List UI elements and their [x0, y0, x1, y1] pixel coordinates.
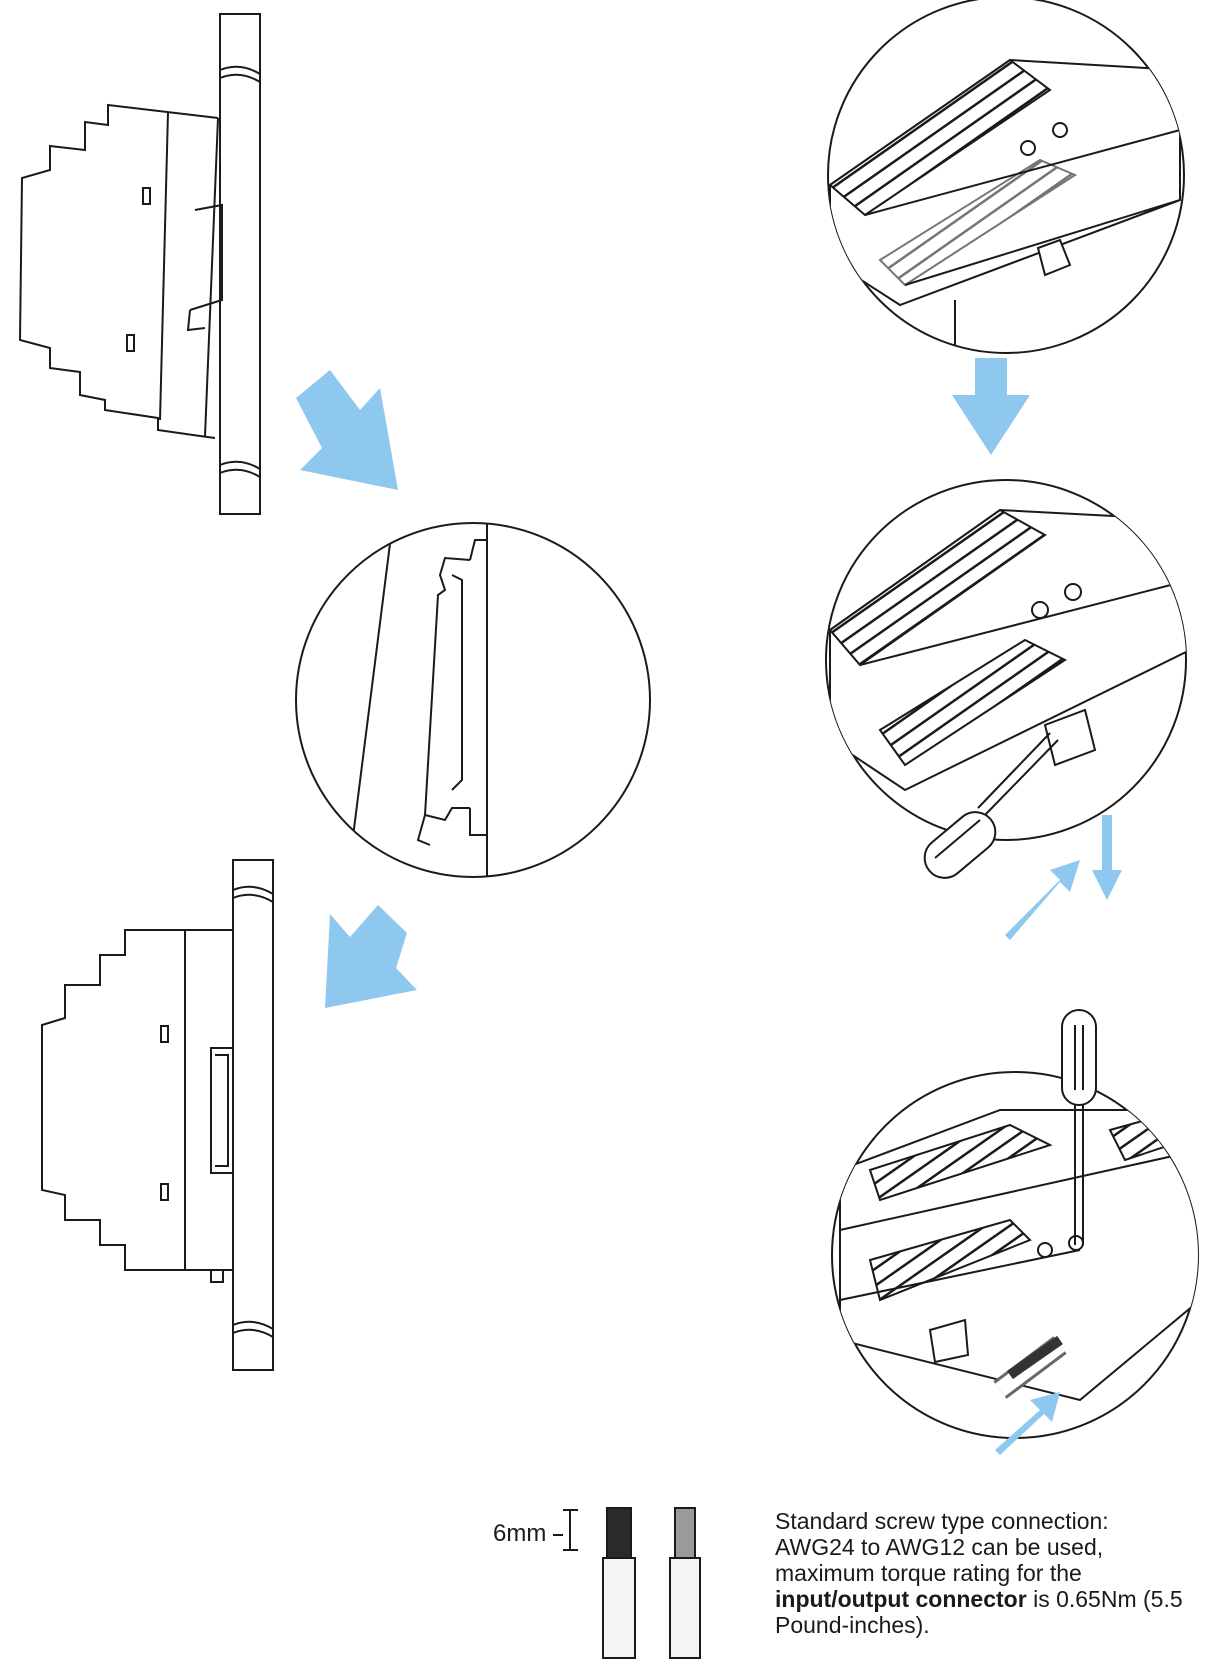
module-side-view-mounted [41, 859, 274, 1371]
terminal-detail-circle-2 [825, 479, 1187, 841]
strip-length-label: 6mm [493, 1520, 547, 1547]
note-line-1: Standard screw type connection: [775, 1508, 1109, 1534]
rail-clip [1043, 708, 1097, 767]
connection-note: Standard screw type connection: AWG24 to… [775, 1508, 1232, 1638]
wire-strip-diagram [553, 1507, 701, 1659]
arrow-diagonal-down-left [325, 905, 417, 1008]
terminal-detail-circle-1 [827, 0, 1185, 354]
note-line-5: Pound-inches). [775, 1612, 930, 1638]
latch-slot-icon [160, 1025, 169, 1043]
rail-break-bottom [219, 460, 261, 478]
arrow-diagonal-down-right [296, 370, 398, 490]
note-line-3: maximum torque rating for the [775, 1560, 1082, 1586]
rail-break-top [219, 65, 261, 83]
module-side-view-top [18, 13, 261, 515]
note-line-4: input/output connector is 0.65Nm (5.5 [775, 1586, 1232, 1612]
arrow-down [952, 358, 1030, 455]
hook-detail-circle [295, 522, 651, 878]
din-rail-top [219, 13, 261, 515]
rail-clip [1036, 238, 1072, 277]
screwdriver-icon [923, 732, 1059, 879]
arrow-up-right [1005, 860, 1080, 940]
latch-slot-icon [142, 187, 151, 205]
terminal-detail-circle-3 [831, 1071, 1199, 1439]
din-rail-bottom [232, 859, 274, 1371]
rail-clip [928, 1318, 970, 1364]
arrow-up-right [995, 1392, 1060, 1455]
latch-slot-icon [160, 1183, 169, 1201]
connector-term: input/output connector [775, 1586, 1027, 1612]
screwdriver-icon [1061, 1009, 1097, 1245]
arrow-down [1092, 815, 1122, 900]
latch-slot-icon [126, 334, 135, 352]
note-line-2: AWG24 to AWG12 can be used, [775, 1534, 1104, 1560]
torque-value: is 0.65Nm (5.5 [1026, 1586, 1183, 1612]
rail-clip [210, 1047, 234, 1174]
